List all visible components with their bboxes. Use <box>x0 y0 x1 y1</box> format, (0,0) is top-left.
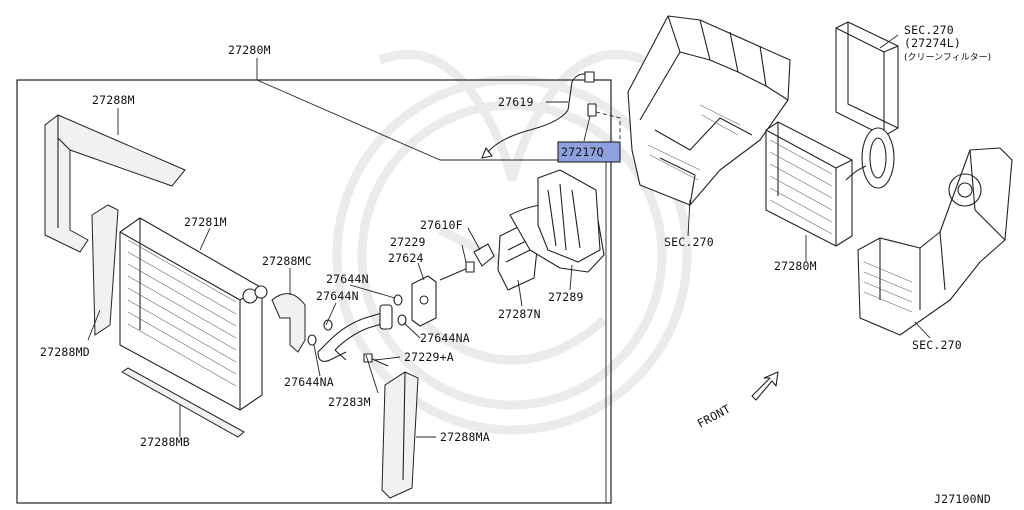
evaporator-right <box>765 121 853 247</box>
label-filter-name: (クリーンフィルター) <box>904 52 991 63</box>
label-oring-na1: 27644NA <box>284 375 334 389</box>
label-seal-md: 27288MD <box>40 345 90 359</box>
clip-part <box>473 243 495 267</box>
lower-blower-unit <box>857 147 1013 336</box>
label-oring-n1: 27644N <box>326 272 369 286</box>
label-sec-upper: SEC.270 <box>664 235 714 249</box>
front-arrow <box>751 371 779 401</box>
label-filter-code: (27274L) <box>904 36 961 50</box>
front-seal-ma <box>381 371 419 499</box>
sensor-wire-part <box>481 71 597 159</box>
label-front: FRONT <box>695 402 733 431</box>
label-sensor: 27217Q <box>561 145 604 159</box>
label-sensor-wire: 27619 <box>498 95 534 109</box>
label-sec-lower: SEC.270 <box>912 338 962 352</box>
oring-na2-part <box>397 314 407 326</box>
evaporator-core <box>119 217 268 411</box>
highlight-box-27217q <box>557 141 621 163</box>
label-evaporator-right: 27280M <box>774 259 817 273</box>
seal-mc-part <box>271 293 306 353</box>
expansion-valve <box>411 275 437 327</box>
assembly-frame <box>16 79 612 504</box>
label-housing-cover: 27289 <box>548 290 584 304</box>
label-intake-door: 27287N <box>498 307 541 321</box>
bolt-part <box>439 261 475 281</box>
label-bolt-a: 27229+A <box>404 350 454 364</box>
pipe-part <box>317 304 393 362</box>
label-seal-mb: 27288MB <box>140 435 190 449</box>
cabin-filter <box>835 21 899 137</box>
label-oring-n2: 27644N <box>316 289 359 303</box>
diagram-code: J27100ND <box>934 492 991 506</box>
label-assembly: 27280M <box>228 43 271 57</box>
upper-hvac-case <box>627 15 791 206</box>
side-seal-md <box>91 204 119 336</box>
housing-cover <box>509 169 605 273</box>
label-seal-ma: 27288MA <box>440 430 490 444</box>
label-clip: 27610F <box>420 218 463 232</box>
label-pipe: 27283M <box>328 395 371 409</box>
gasket-ring <box>845 127 895 189</box>
top-cover-part <box>44 114 186 253</box>
label-bolt: 27229 <box>390 235 426 249</box>
label-seal-mc: 27288MC <box>262 254 312 268</box>
label-oring-na2: 27644NA <box>420 331 470 345</box>
leader-lines <box>87 34 931 503</box>
oring-n2-part <box>393 294 403 306</box>
bottom-strip-mb <box>121 367 245 438</box>
oring-na-part <box>307 334 317 346</box>
label-evaporator: 27281M <box>184 215 227 229</box>
label-cover-top: 27288M <box>92 93 135 107</box>
label-valve: 27624 <box>388 251 424 265</box>
label-sec-filter: SEC.270 <box>904 23 954 37</box>
